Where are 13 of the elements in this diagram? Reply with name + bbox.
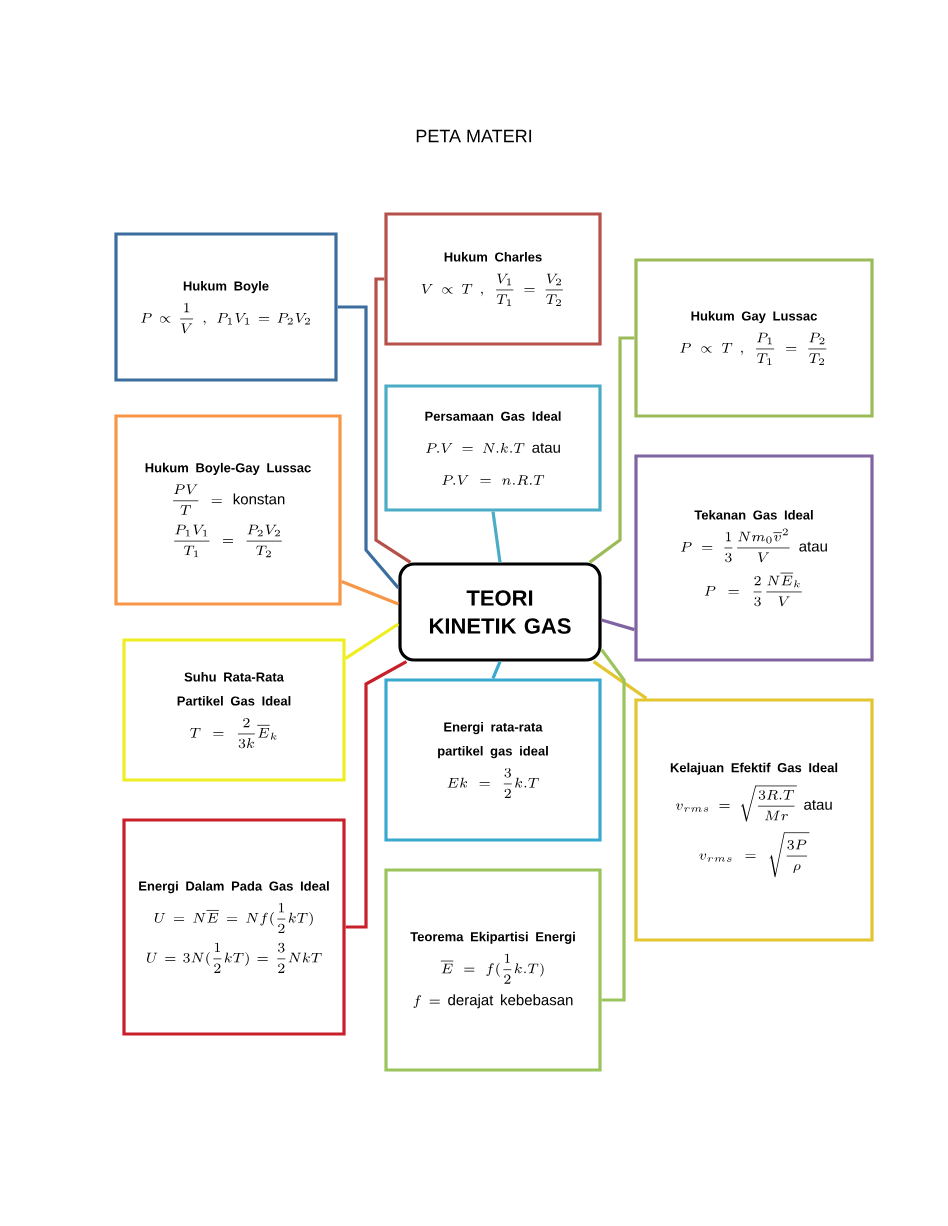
connector-line — [341, 580, 399, 606]
connector-line — [600, 648, 626, 1002]
connector-line — [345, 660, 408, 929]
connector-line — [491, 511, 502, 563]
central-topic-box: TEORI KINETIK GAS — [398, 562, 602, 662]
connector-line — [592, 660, 648, 700]
connector-line — [374, 277, 412, 564]
title: PETA MATERI — [416, 129, 532, 143]
connector-line — [344, 622, 400, 660]
connector-line — [337, 305, 400, 590]
connector-line — [491, 661, 502, 680]
connector-line — [588, 336, 635, 564]
connector-line — [601, 618, 635, 632]
